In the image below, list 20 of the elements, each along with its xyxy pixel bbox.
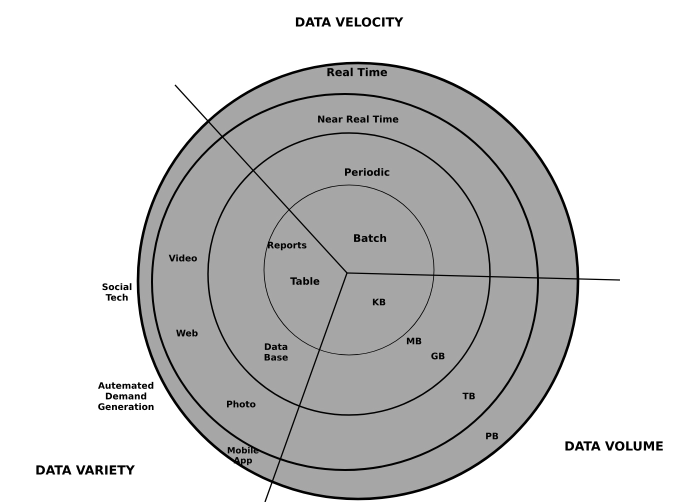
ring-label: PB (486, 432, 498, 440)
ring-label: MB (406, 338, 422, 344)
axis-title: DATA VARIETY (36, 465, 135, 475)
axis-title: DATA VELOCITY (296, 17, 404, 27)
ring-label: Photo (227, 400, 256, 408)
ring-label: Reports (268, 242, 306, 250)
ring-label: Periodic (345, 168, 390, 176)
ring-label: Web (176, 330, 198, 336)
axis-title: DATA VOLUME (565, 441, 663, 451)
ring-label: Near Real Time (318, 115, 398, 123)
ring-label: GB (431, 352, 444, 360)
ring-label: Table (290, 277, 320, 285)
ring-label: KB (372, 298, 386, 306)
ring-label: Batch (354, 234, 386, 242)
ring-label: Video (168, 254, 197, 262)
ring-label: Social Tech (102, 283, 132, 301)
ring-label: TB (462, 392, 475, 400)
ring-label: Real Time (327, 68, 388, 76)
ring-label: Data Base (264, 343, 288, 361)
ring-label: Autemated Demand Generation (98, 382, 154, 410)
